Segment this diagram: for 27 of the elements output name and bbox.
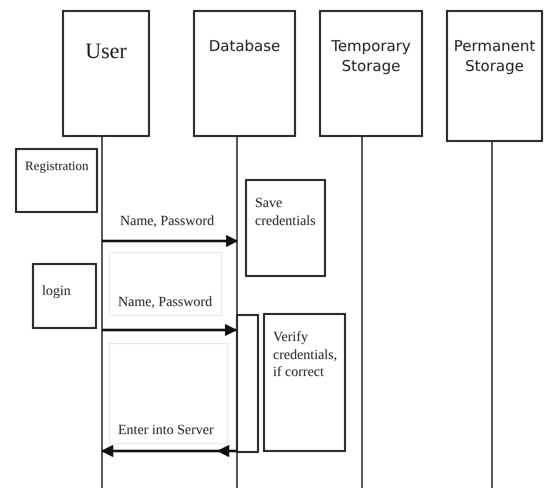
- lifeline-header-box: [319, 10, 423, 137]
- lifeline-header-box: [62, 10, 150, 137]
- lifeline: [235, 137, 239, 488]
- message-arrow: [102, 234, 238, 248]
- node-text: Registration: [25, 158, 88, 174]
- node-text: Save credentials: [255, 195, 316, 230]
- note-box: [245, 179, 326, 277]
- action-box: [15, 148, 98, 213]
- activation-bar: [236, 314, 259, 453]
- node-text: Verify credentials, if correct: [273, 329, 336, 382]
- lifeline-header-box: [446, 10, 543, 142]
- message-arrow: [101, 445, 236, 458]
- note-box: [263, 313, 346, 452]
- participant-name: Permanent Storage: [452, 36, 536, 76]
- participant-name: Temporary Storage: [330, 36, 412, 76]
- participant-name: Database: [208, 36, 282, 56]
- lifeline: [490, 142, 494, 488]
- message-arrow: [102, 324, 238, 336]
- lifeline: [360, 137, 364, 488]
- message-label: Name, Password: [118, 295, 212, 311]
- participant-name: User: [84, 37, 128, 65]
- message-label: Enter into Server: [118, 423, 214, 439]
- node-text: login: [42, 283, 72, 300]
- action-box: [32, 263, 97, 329]
- message-label: Name, Password: [120, 214, 214, 230]
- lifeline: [100, 137, 104, 488]
- lifeline-header-box: [193, 10, 296, 137]
